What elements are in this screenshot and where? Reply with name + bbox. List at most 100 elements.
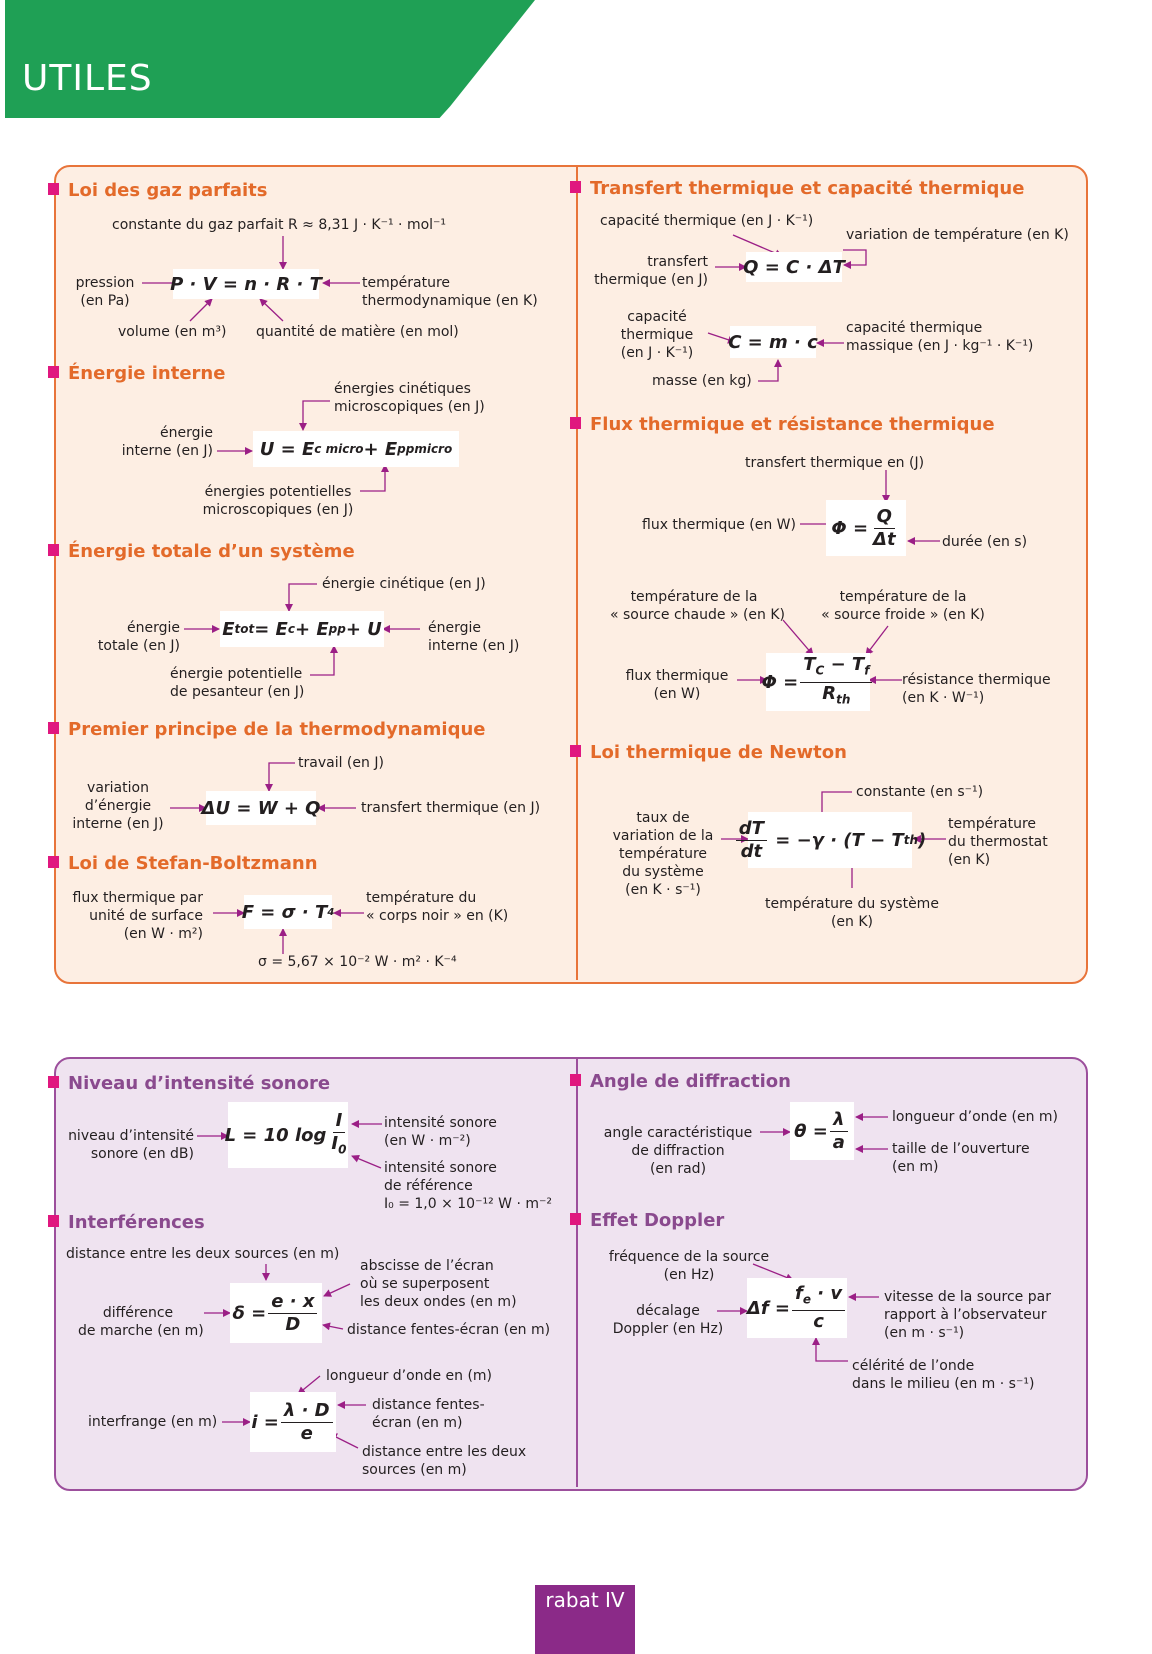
system-temperature-label: température du système(en K) <box>765 896 939 930</box>
sigma-constant-label: σ = 5,67 × 10⁻² W · m² · K⁻⁴ <box>258 954 457 970</box>
cold-source-label: température de la« source froide » (en K… <box>821 589 985 623</box>
arrow <box>865 625 889 656</box>
waves-divider <box>576 1059 578 1487</box>
section-title-sonore: Niveau d’intensité sonore <box>48 1073 330 1094</box>
section-title-diffraction: Angle de diffraction <box>570 1071 791 1092</box>
opening-size-label: taille de l’ouverture(en m) <box>892 1141 1030 1175</box>
section-title-gaz: Loi des gaz parfaits <box>48 180 268 201</box>
arrow <box>310 645 338 676</box>
fringe-spacing-label: interfrange (en m) <box>88 1414 218 1430</box>
source-frequency-label: fréquence de la source(en Hz) <box>608 1249 770 1283</box>
section-title-energie-totale: Énergie totale d’un système <box>48 541 355 562</box>
arrow <box>812 1337 848 1362</box>
slit-screen-distance-label: distance fentes-écran (en m) <box>347 1322 551 1338</box>
bullet-square-icon <box>570 745 581 757</box>
thermodynamics-divider <box>576 167 578 980</box>
gas-constant-label: constante du gaz parfait R ≈ 8,31 J · K⁻… <box>112 217 447 233</box>
arrow <box>189 298 213 322</box>
section-title-stefan: Loi de Stefan-Boltzmann <box>48 853 318 874</box>
section-title-premier-principe: Premier principe de la thermodynamique <box>48 719 485 740</box>
arrow <box>285 583 317 612</box>
section-title-doppler: Effet Doppler <box>570 1210 724 1231</box>
bullet-square-icon <box>48 1215 59 1227</box>
wavelength-2-label: longueur d’onde en (m) <box>326 1368 493 1384</box>
arrow <box>299 400 330 431</box>
arrow <box>752 1263 794 1282</box>
bullet-square-icon <box>48 722 59 734</box>
first-law-formula: ΔU = W + Q <box>202 791 320 825</box>
arrow <box>297 1375 321 1395</box>
heat-transfer-label: transfert thermique (en J) <box>361 800 541 816</box>
section-title-transfert: Transfert thermique et capacité thermiqu… <box>570 178 1024 199</box>
heat-capacity-label: capacité thermique (en J · K⁻¹) <box>600 213 814 229</box>
page-tab <box>535 1585 635 1654</box>
mass-capacity-formula: C = m · c <box>728 326 818 358</box>
mass-label: masse (en kg) <box>652 373 752 389</box>
bullet-square-icon <box>570 417 581 429</box>
section-title-newton: Loi thermique de Newton <box>570 742 847 763</box>
thermal-resistance-label: résistance thermique(en K · W⁻¹) <box>902 672 1051 706</box>
slit-screen-distance-2-label: distance fentes-écran (en m) <box>372 1397 485 1431</box>
arrow <box>259 298 284 322</box>
quantity-label: quantité de matière (en mol) <box>256 324 459 340</box>
kinetic-energy-label: énergie cinétique (en J) <box>322 576 486 592</box>
bullet-square-icon <box>48 366 59 378</box>
wavelength-label: longueur d’onde (en m) <box>892 1109 1059 1125</box>
duration-label: durée (en s) <box>942 534 1028 550</box>
sound-intensity-label: intensité sonore(en W · m⁻²) <box>384 1115 497 1149</box>
arrow <box>758 359 782 382</box>
arrow <box>322 1322 344 1331</box>
bullet-square-icon <box>48 856 59 868</box>
bullet-square-icon <box>570 181 581 193</box>
thermal-flux-2-label: flux thermique(en W) <box>625 668 729 702</box>
bullet-square-icon <box>48 1076 59 1088</box>
hot-source-label: température de la« source chaude » (en K… <box>610 589 785 623</box>
waves-panel <box>54 1057 1088 1491</box>
arrow <box>265 762 295 792</box>
arrow <box>323 1283 351 1297</box>
arrow <box>782 619 814 656</box>
temperature-variation-label: variation de température (en K) <box>846 227 1069 243</box>
page-title: UTILES <box>22 58 153 99</box>
arrow <box>360 464 389 492</box>
pressure-label: pression(en Pa) <box>75 275 135 309</box>
black-body-temperature-label: température du« corps noir » en (K) <box>366 890 509 924</box>
work-label: travail (en J) <box>298 755 384 771</box>
arrow <box>843 249 867 269</box>
bullet-square-icon <box>48 544 59 556</box>
bullet-square-icon <box>48 183 59 195</box>
bullet-square-icon <box>570 1074 581 1086</box>
thermodynamics-panel <box>54 165 1088 984</box>
arrow <box>351 1154 382 1169</box>
thermal-flux-label: flux thermique (en W) <box>642 517 796 533</box>
